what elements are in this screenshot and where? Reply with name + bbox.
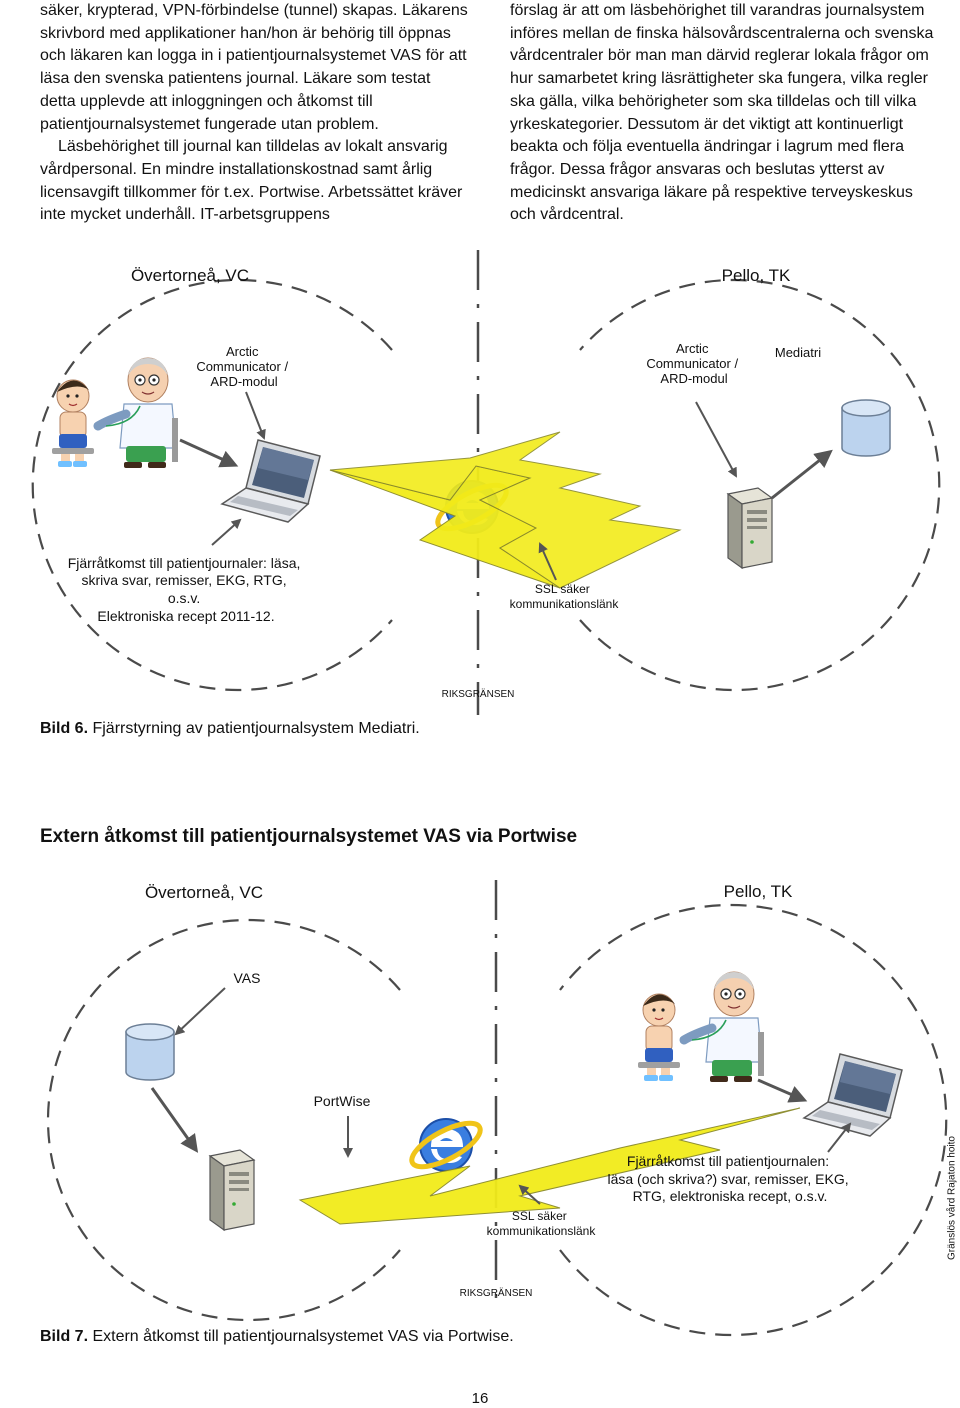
- arrow: [695, 401, 737, 478]
- arrow: [174, 987, 226, 1036]
- paragraph: förslag är att om läsbehörighet till var…: [510, 2, 934, 224]
- mediatri-label: Mediatri: [775, 345, 821, 360]
- side-note: Gränslös vård Rajaton hoito: [946, 1136, 958, 1260]
- doctor-patient-icon: [52, 358, 178, 468]
- database-icon: [125, 1023, 175, 1081]
- remote-access-label: Fjärråtkomst till patientjournalen: läsa…: [607, 1153, 852, 1204]
- arrow: [179, 438, 239, 468]
- arrow: [245, 391, 266, 440]
- right-site-boundary: [559, 903, 948, 1337]
- lightning-link-icon: [298, 1107, 801, 1225]
- arrow: [150, 1087, 199, 1153]
- arrow: [827, 1122, 852, 1153]
- page-number: 16: [471, 1390, 489, 1407]
- section-title: Extern åtkomst till patientjournalsystem…: [40, 826, 578, 847]
- doctor-patient-icon: [638, 972, 764, 1082]
- right-site-label: Pello, TK: [722, 266, 791, 285]
- border-label: RIKSGRÄNSEN: [442, 688, 515, 700]
- portwise-label: PortWise: [314, 1093, 371, 1109]
- arrow: [538, 542, 557, 581]
- server-tower-icon: [209, 1149, 255, 1231]
- ssl-link-label: SSL säker kommunikationslänk: [510, 582, 620, 611]
- caption-text: Extern åtkomst till patientjournalsystem…: [88, 1328, 514, 1345]
- arrow: [771, 449, 833, 500]
- figure-6: Övertorneå, VC Pello, TK Arctic Communic…: [31, 250, 941, 715]
- right-site-label: Pello, TK: [724, 882, 793, 901]
- right-site-boundary: [579, 278, 941, 692]
- laptop-icon: [221, 439, 321, 523]
- arrow: [211, 518, 242, 546]
- left-text-column: säker, krypterad, VPN-förbindelse (tunne…: [40, 0, 470, 227]
- left-site-label: Övertorneå, VC: [145, 883, 263, 902]
- caption-text: Fjärrstyrning av patientjournalsystem Me…: [88, 720, 420, 737]
- figure-7: Övertorneå, VC Pello, TK VAS PortWise Fj…: [46, 880, 948, 1337]
- database-icon: [841, 399, 891, 457]
- arctic-communicator-right-label: Arctic Communicator / ARD-modul: [646, 341, 741, 386]
- paragraph: säker, krypterad, VPN-förbindelse (tunne…: [40, 2, 468, 133]
- laptop-icon: [803, 1053, 903, 1137]
- figure-6-caption: Bild 6. Fjärrstyrning av patientjournals…: [40, 720, 420, 738]
- lightning-link-icon: [329, 431, 682, 589]
- arctic-communicator-left-label: Arctic Communicator / ARD-modul: [196, 344, 291, 389]
- left-site-boundary: [46, 918, 401, 1322]
- left-site-boundary: [31, 278, 393, 692]
- left-site-label: Övertorneå, VC: [131, 266, 249, 285]
- paragraph: Läsbehörighet till journal kan tilldelas…: [40, 138, 463, 224]
- internet-explorer-icon: [406, 1115, 486, 1175]
- caption-label: Bild 7.: [40, 1328, 89, 1345]
- arrow: [757, 1078, 808, 1103]
- remote-access-label: Fjärråtkomst till patientjournaler: läsa…: [68, 555, 305, 624]
- ssl-link-label: SSL säker kommunikationslänk: [487, 1209, 597, 1238]
- caption-label: Bild 6.: [40, 720, 89, 737]
- arrow: [518, 1184, 541, 1205]
- border-label: RIKSGRÄNSEN: [460, 1287, 533, 1299]
- vas-label: VAS: [234, 970, 261, 986]
- right-text-column: förslag är att om läsbehörighet till var…: [510, 0, 940, 227]
- figure-7-caption: Bild 7. Extern åtkomst till patientjourn…: [40, 1328, 514, 1346]
- server-tower-icon: [727, 487, 773, 569]
